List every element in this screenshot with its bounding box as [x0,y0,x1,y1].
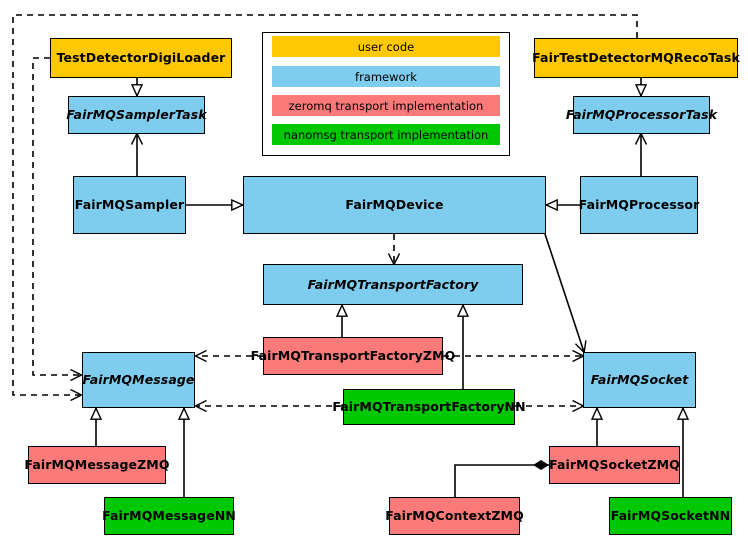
edge-device-socket [544,233,584,352]
class-label: FairMQSocketZMQ [549,457,680,473]
legend-item-framework: framework [272,66,500,87]
class-fair-mq-transport-factory-nn[interactable]: FairMQTransportFactoryNN [332,389,526,425]
legend-label-user-code: user code [357,39,415,54]
class-label: FairMQProcessor [578,197,700,213]
class-fair-mq-sampler-task[interactable]: FairMQSamplerTask [66,96,207,134]
class-label: FairMQSocketNN [610,508,731,524]
class-fair-mq-processor[interactable]: FairMQProcessor [578,176,700,234]
class-label: FairMQTransportFactory [307,276,479,292]
legend-item-nanomsg: nanomsg transport implementation [272,124,500,145]
class-fair-mq-message[interactable]: FairMQMessage [82,352,195,408]
class-label: TestDetectorDigiLoader [56,50,226,66]
class-fair-mq-socket-zmq[interactable]: FairMQSocketZMQ [549,446,680,484]
class-label: FairTestDetectorMQRecoTask [532,50,740,66]
class-test-detector-digi-loader[interactable]: TestDetectorDigiLoader [50,38,232,78]
class-fair-mq-message-nn[interactable]: FairMQMessageNN [102,497,236,535]
class-label: FairMQSamplerTask [66,107,207,123]
legend-label-zeromq: zeromq transport implementation [288,98,484,113]
legend-label-nanomsg: nanomsg transport implementation [283,127,489,142]
edge-contextzmq-socketzmq [454,460,549,497]
class-label: FairMQSampler [74,197,185,213]
legend-label-framework: framework [355,69,417,84]
class-label: FairMQProcessorTask [565,107,718,123]
class-fair-mq-transport-factory[interactable]: FairMQTransportFactory [263,264,523,305]
class-label: FairMQMessage [82,372,195,388]
class-label: FairMQMessageNN [102,508,236,524]
class-fair-mq-context-zmq[interactable]: FairMQContextZMQ [385,497,524,535]
class-fair-mq-socket[interactable]: FairMQSocket [583,352,696,408]
legend-item-user-code: user code [272,36,500,57]
class-label: FairMQTransportFactoryZMQ [250,348,456,364]
class-fair-mq-socket-nn[interactable]: FairMQSocketNN [609,497,732,535]
class-fair-mq-sampler[interactable]: FairMQSampler [73,176,186,234]
class-fair-mq-transport-factory-zmq[interactable]: FairMQTransportFactoryZMQ [251,337,455,375]
class-fair-test-detector-mq-reco-task[interactable]: FairTestDetectorMQRecoTask [532,38,740,78]
legend-item-zeromq: zeromq transport implementation [272,95,500,116]
class-fair-mq-processor-task[interactable]: FairMQProcessorTask [566,96,717,134]
class-fair-mq-device[interactable]: FairMQDevice [243,176,546,234]
class-label: FairMQMessageZMQ [24,457,170,473]
class-label: FairMQSocket [590,372,689,388]
class-fair-mq-message-zmq[interactable]: FairMQMessageZMQ [24,446,169,484]
class-label: FairMQContextZMQ [385,508,524,524]
class-label: FairMQDevice [345,197,444,213]
class-label: FairMQTransportFactoryNN [332,399,526,415]
